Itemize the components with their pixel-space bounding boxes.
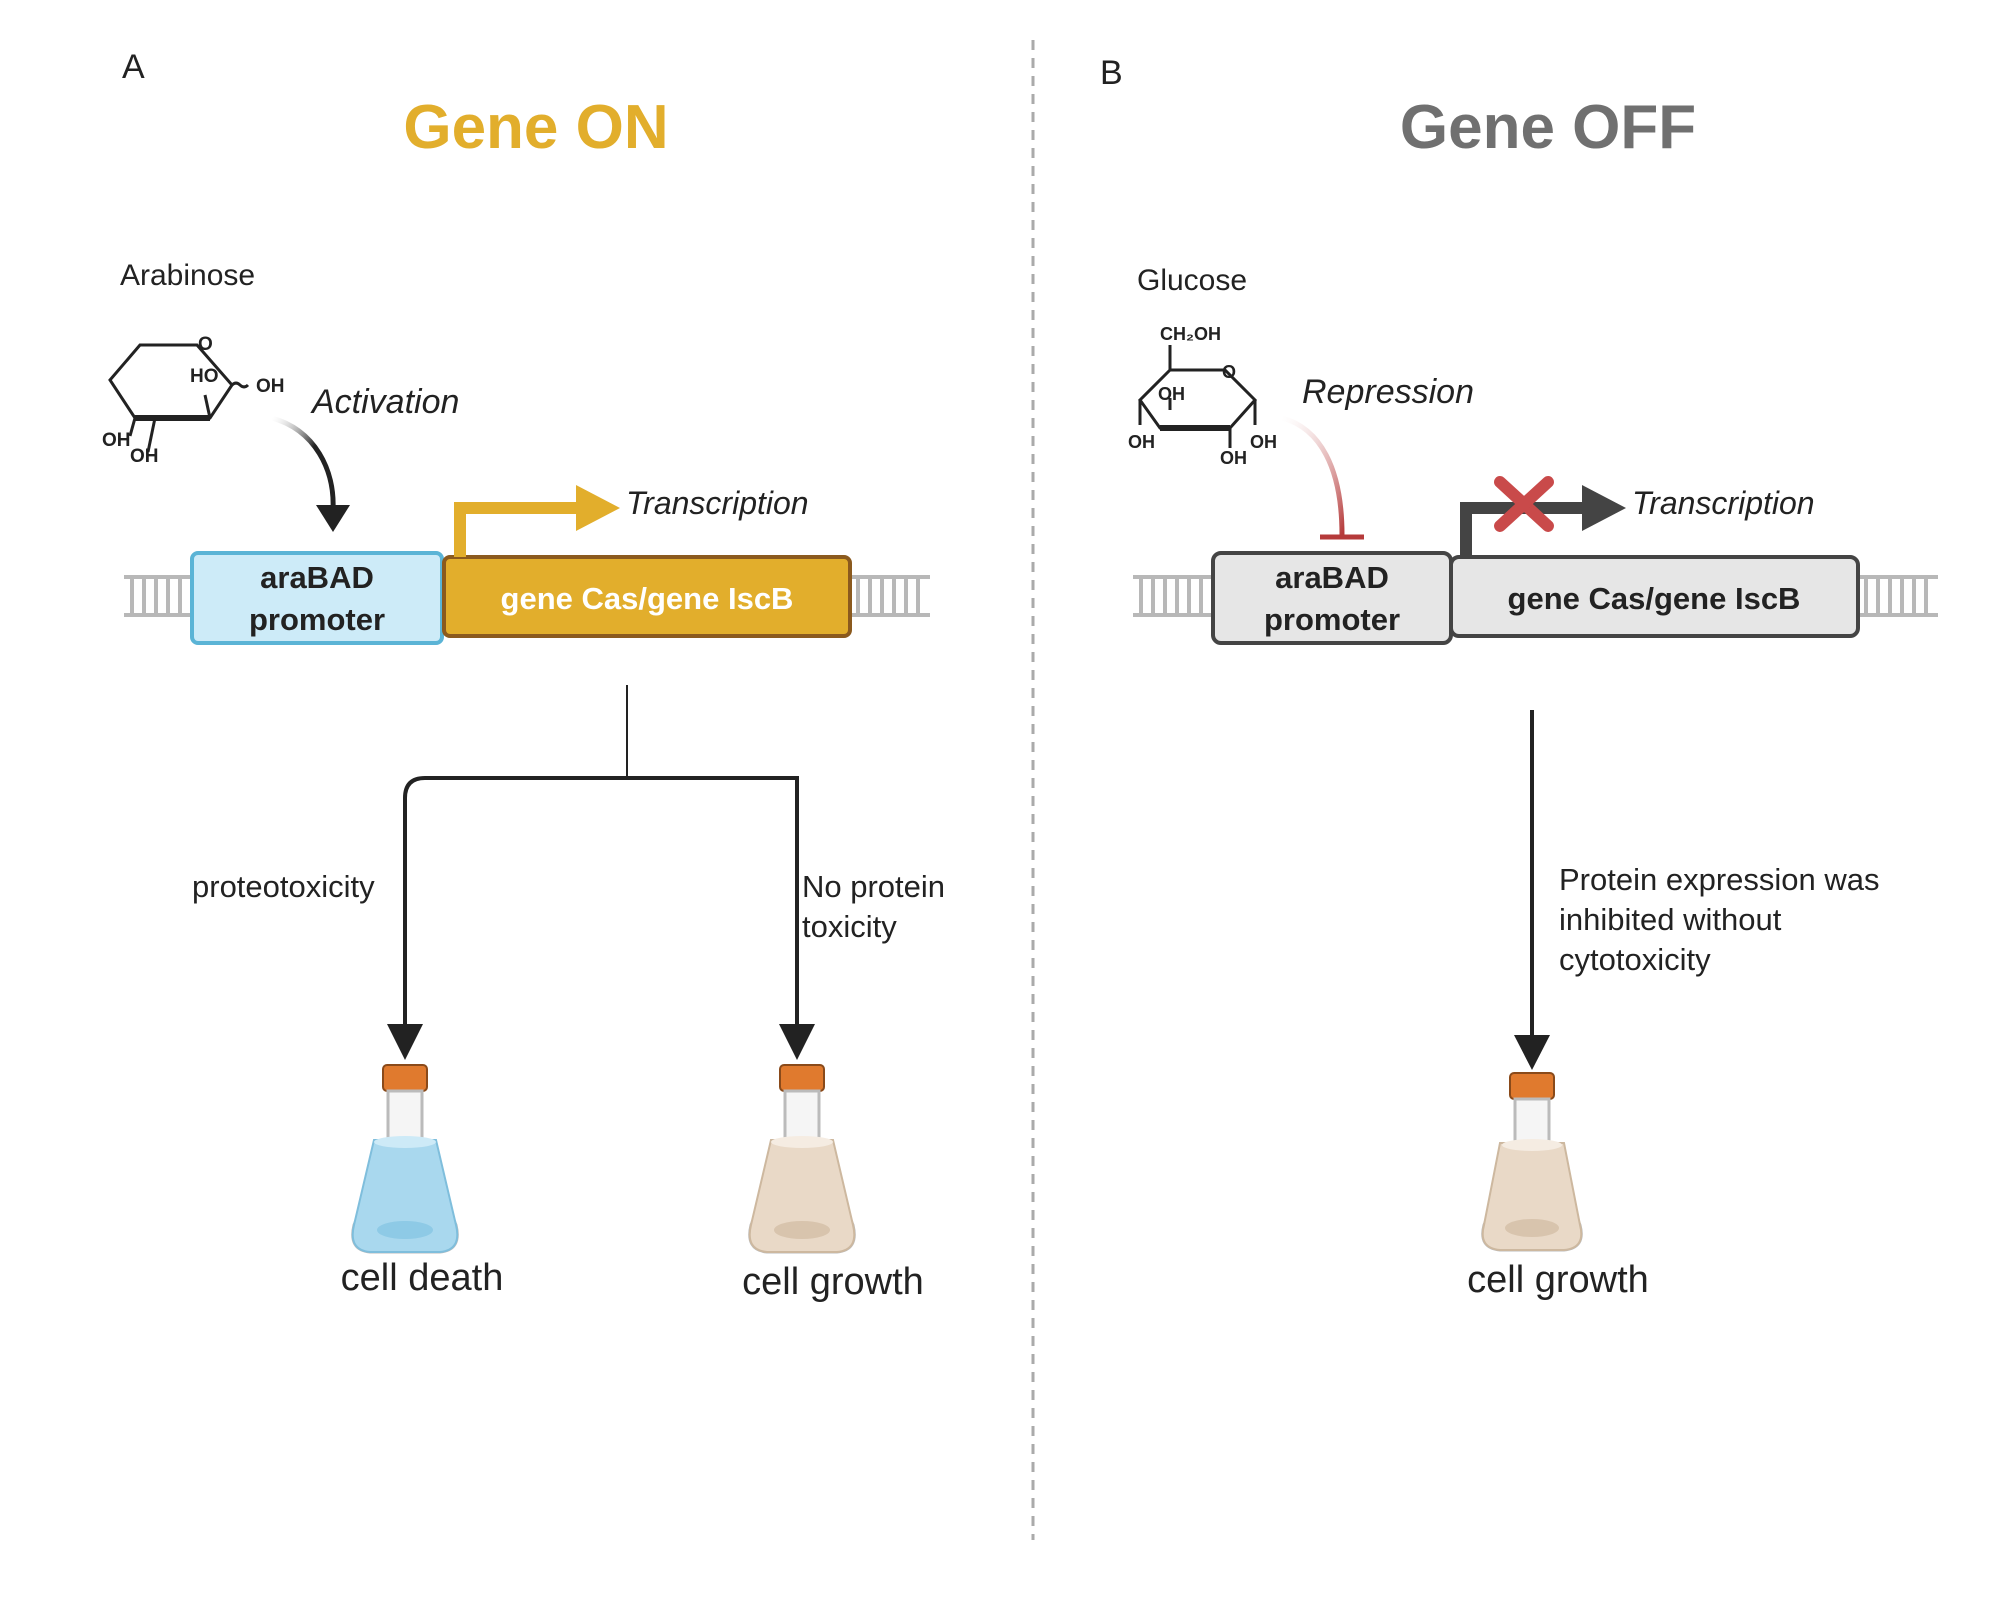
arabinose-atom-o: O — [198, 334, 213, 355]
dna-left-b — [1133, 575, 1213, 617]
proteotoxicity-label: proteotoxicity — [192, 869, 375, 904]
arabinose-atom-ho: HO — [190, 366, 219, 387]
gene-off-label: gene Cas/gene IscB — [1508, 581, 1801, 616]
glucose-atom-oh-left: OH — [1128, 432, 1155, 452]
activation-arrowhead — [316, 505, 350, 532]
gene-box-on — [442, 555, 852, 638]
glucose-atom-o: O — [1222, 362, 1236, 382]
repression-label: Repression — [1302, 373, 1474, 411]
flask-cell-growth-a — [748, 1064, 856, 1254]
gene-box-off — [1449, 555, 1860, 638]
cell-growth-b-label: cell growth — [1467, 1259, 1649, 1301]
cell-growth-a-label: cell growth — [742, 1261, 924, 1303]
cell-death-label: cell death — [341, 1257, 504, 1299]
gene-on-label: gene Cas/gene IscB — [501, 581, 794, 616]
off-outcome-arrowhead — [1514, 1035, 1550, 1070]
panel-a: A Gene ON Arabinose O HO OH OH OH Activa… — [102, 48, 945, 1303]
transcription-on-label: Transcription — [626, 485, 809, 521]
arabinose-label: Arabinose — [120, 259, 255, 292]
panel-a-letter: A — [122, 48, 145, 86]
transcription-arrow-off — [1460, 502, 1585, 557]
arabinose-structure — [108, 343, 250, 453]
glucose-label: Glucose — [1137, 264, 1247, 297]
branch-right-arrowhead — [779, 1024, 815, 1060]
branch-right — [627, 776, 799, 1030]
block-cross-icon — [1494, 476, 1554, 532]
transcription-arrowhead-off — [1582, 485, 1626, 531]
no-protein-toxicity-line1: No protein — [802, 869, 945, 904]
promoter-on-line1: araBAD — [260, 560, 374, 595]
no-protein-toxicity-line2: toxicity — [802, 909, 897, 944]
dna-right-b — [1858, 575, 1938, 617]
glucose-atom-oh-right: OH — [1250, 432, 1277, 452]
activation-label: Activation — [310, 383, 459, 421]
promoter-on-line2: promoter — [249, 602, 385, 637]
transcription-arrow-on — [454, 502, 578, 557]
transcription-off-label: Transcription — [1632, 485, 1815, 521]
flask-cell-death — [351, 1064, 459, 1254]
branch-left-arrowhead — [387, 1024, 423, 1060]
glucose-atom-ch2oh: CH₂OH — [1160, 324, 1221, 344]
panel-a-title: Gene ON — [403, 93, 668, 162]
note-line1: Protein expression was — [1559, 862, 1880, 897]
promoter-off-line2: promoter — [1264, 602, 1400, 637]
glucose-atom-oh-bottom: OH — [1220, 448, 1247, 468]
panel-b-title: Gene OFF — [1400, 93, 1696, 162]
flask-cell-growth-b — [1481, 1072, 1583, 1252]
branch-left — [403, 776, 627, 1030]
dna-left-a — [124, 575, 192, 617]
repression-line — [1281, 415, 1345, 536]
promoter-off-line1: araBAD — [1275, 560, 1389, 595]
arabinose-atom-oh-bottom-left: OH — [102, 430, 131, 451]
panel-b: B Gene OFF Glucose CH₂OH O OH OH OH OH R… — [1100, 54, 1938, 1301]
glucose-structure — [1138, 345, 1258, 448]
glucose-atom-oh-top: OH — [1158, 384, 1185, 404]
activation-arrow — [271, 415, 336, 511]
note-line3: cytotoxicity — [1559, 942, 1711, 977]
note-line2: inhibited without — [1559, 902, 1782, 937]
panel-b-letter: B — [1100, 54, 1123, 92]
arabinose-atom-oh-right: OH — [256, 376, 285, 397]
transcription-arrowhead-on — [576, 485, 620, 531]
dna-right-a — [850, 575, 930, 617]
arabinose-atom-oh-bottom: OH — [130, 446, 159, 467]
